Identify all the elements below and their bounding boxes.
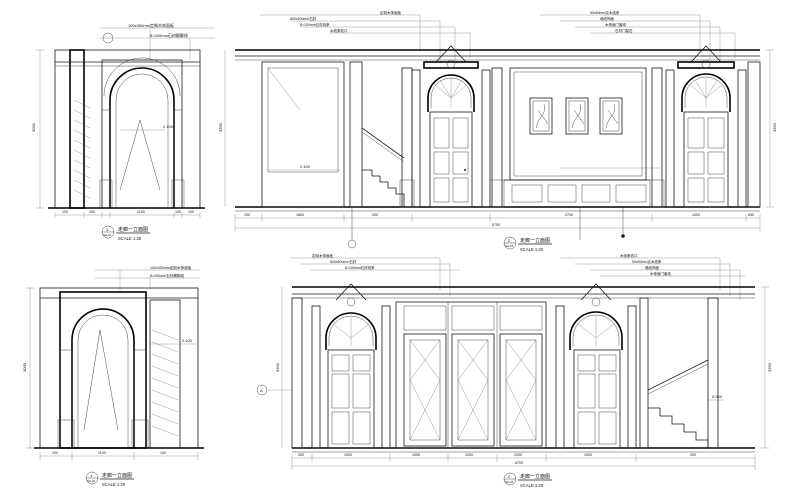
dim-b-2: 1600	[296, 213, 304, 217]
callout-c-1: 100x300mm定制木饰面板	[150, 265, 192, 270]
callout-b-5: 50x50mm实木线条	[590, 10, 620, 15]
view-b-title: 走廊一立面图	[520, 237, 550, 244]
dim-d-total: 6700	[515, 461, 523, 465]
callout-d-5: 50x50mm实木线条	[632, 259, 662, 264]
level-d-rail: 0.900	[712, 394, 723, 399]
dim-d-3: 1000	[412, 453, 420, 457]
callout-d-2: 800x400mm石材	[330, 259, 357, 264]
dim-d-1: 300	[298, 453, 304, 457]
callout-c-2: 8=200mm石材踢脚线	[150, 273, 184, 278]
dim-b-6: 650	[748, 213, 754, 217]
level-c-door: 2.100	[182, 338, 193, 343]
dim-b-total: 5750	[492, 223, 500, 227]
dim-c-2: 1100	[98, 451, 106, 455]
dim-b-1: 250	[244, 213, 250, 217]
dim-b-height: 3350	[772, 122, 777, 132]
view-b-number: 2	[508, 238, 511, 243]
dim-a-4: 100	[175, 210, 181, 214]
callout-d-3: 8=100mm石材线条	[345, 265, 375, 270]
view-d-title: 走廊一立面图	[520, 473, 550, 480]
axis-tag: A	[260, 388, 263, 393]
callout-b-1: 定制木饰面板	[380, 10, 401, 15]
dim-a-1: 100	[62, 210, 68, 214]
view-b-scale: SCALE 1:20	[520, 247, 544, 252]
level-a-door: 2.100	[163, 124, 174, 129]
elevation-view-d: 定制木饰面板 800x400mm石材 8=100mm石材线条 木线条收口 50x…	[256, 253, 772, 488]
dim-a-3: 1100	[137, 210, 145, 214]
elevation-view-a: 100x300mm定制木饰面板 8=200mm石材踢脚线 2.100	[31, 22, 215, 241]
view-d-scale: SCALE 1:20	[520, 483, 544, 488]
callout-b-2: 800x400mm石材	[290, 16, 317, 21]
callout-b-8: 石材门槛石	[615, 28, 633, 33]
view-d-number: 2	[508, 474, 511, 479]
view-c-number: 1	[90, 473, 93, 478]
callout-b-7: 木饰面门套线	[605, 22, 626, 27]
dim-c-height: 3000	[22, 362, 27, 372]
dim-b-height-left: 3350	[218, 122, 223, 132]
elevation-view-c: 100x300mm定制木饰面板 8=200mm石材踢脚线 2.100 3000	[22, 265, 204, 487]
view-a-ref: SH-01	[103, 233, 112, 237]
dim-d-7: 300	[690, 453, 696, 457]
dim-d-height-right: 3350	[767, 362, 772, 372]
dim-d-6: 1000	[584, 453, 592, 457]
view-a-title: 走廊一立面图	[118, 226, 148, 233]
dim-c-3: 100	[160, 451, 166, 455]
dim-a-2: 100	[89, 210, 95, 214]
callout-a-2: 8=200mm石材踢脚线	[150, 32, 188, 38]
dim-b-3: 300	[372, 213, 378, 217]
callout-b-3: 8=100mm石材线条	[300, 22, 330, 27]
callout-d-6: 墙纸饰面	[645, 265, 659, 270]
dim-b-5: 1000	[692, 213, 700, 217]
dim-d-2: 1000	[344, 453, 352, 457]
callout-d-4: 木线条收口	[620, 253, 638, 258]
dim-d-height: 3350	[275, 362, 280, 372]
callout-d-1: 定制木饰面板	[312, 253, 333, 258]
dim-a-height: 3000	[31, 122, 36, 132]
view-c-title: 走廊一立面图	[102, 472, 132, 479]
dim-d-4: 1000	[465, 453, 473, 457]
view-a-scale: SCALE 1:30	[118, 236, 142, 241]
callout-b-6: 墙纸饰面	[600, 16, 614, 21]
view-a-number: 1	[106, 227, 109, 232]
view-c-scale: SCALE 1:30	[102, 482, 126, 487]
callout-d-7: 木饰面门套线	[650, 271, 671, 276]
callout-a-1: 100x300mm定制木饰面板	[128, 22, 174, 28]
view-b-ref: SH-01	[505, 244, 514, 248]
level-b-door: 2.100	[300, 164, 311, 169]
view-c-ref: SH-01	[87, 479, 96, 483]
dim-b-4: 2700	[565, 213, 573, 217]
dim-c-1: 100	[52, 451, 58, 455]
callout-b-4: 木线条收口	[330, 28, 348, 33]
dim-a-5: 100	[188, 210, 194, 214]
view-d-ref: SH-01	[505, 480, 514, 484]
elevation-view-b: 定制木饰面板 800x400mm石材 8=100mm石材线条 木线条收口 50x…	[218, 10, 777, 252]
dim-d-5: 1000	[514, 453, 522, 457]
